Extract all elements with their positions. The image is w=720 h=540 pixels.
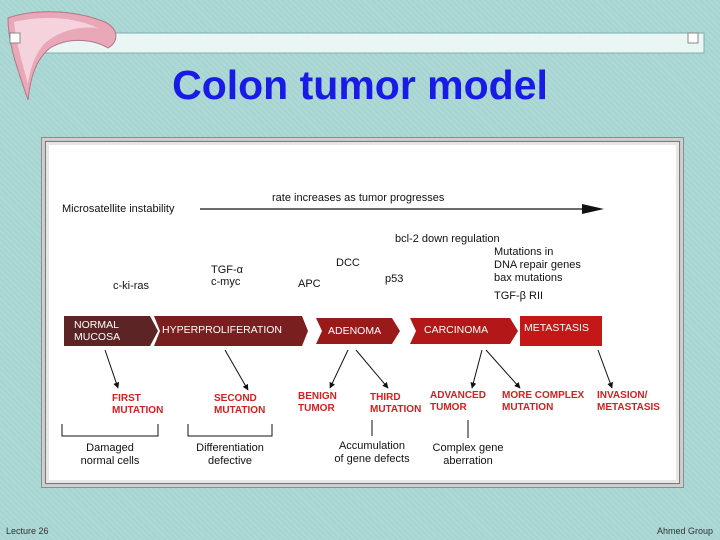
boomerang-highlight bbox=[14, 18, 98, 84]
stage-carcinoma-shape bbox=[410, 318, 518, 344]
mutation-advanced-line1: ADVANCED bbox=[430, 390, 486, 401]
mutation-invasion-line1: INVASION/ bbox=[597, 390, 648, 401]
gene-dcc: DCC bbox=[336, 257, 360, 269]
stage-normal-shape bbox=[64, 316, 158, 346]
stage-adenoma-label: ADENOMA bbox=[328, 325, 382, 337]
arrow-second bbox=[224, 349, 249, 391]
header-square bbox=[9, 32, 21, 44]
gene-tgfb: TGF-β RII bbox=[494, 290, 544, 302]
outcome-damaged-line1: Damaged bbox=[86, 442, 134, 454]
stage-normal-label: NORMAL MUCOSA bbox=[74, 319, 120, 343]
mutation-more-line1: MORE COMPLEX bbox=[502, 390, 585, 401]
stage-normal-line2: MUCOSA bbox=[74, 331, 121, 343]
arrow-advanced bbox=[470, 349, 483, 389]
outcome-damaged-line2: normal cells bbox=[80, 455, 140, 467]
gene-apc: APC bbox=[298, 278, 321, 290]
gene-bcl2: bcl-2 down regulation bbox=[395, 233, 500, 245]
mutation-advanced: ADVANCED TUMOR bbox=[430, 390, 486, 414]
mutation-third-line2: MUTATION bbox=[370, 404, 422, 415]
mutation-benign-line1: BENIGN bbox=[298, 391, 337, 402]
mutation-third-line1: THIRD bbox=[370, 392, 401, 403]
outcome-accumulation: Accumulation of gene defects bbox=[322, 440, 422, 466]
gene-c-myc: c-myc bbox=[211, 276, 241, 288]
bracket-diff bbox=[187, 424, 273, 437]
stage-hyper-label: HYPERPROLIFERATION bbox=[162, 324, 282, 336]
mutation-invasion: INVASION/ METASTASIS bbox=[597, 390, 660, 414]
gene-p53: p53 bbox=[385, 273, 404, 285]
outcome-complex: Complex gene aberration bbox=[420, 442, 516, 468]
rate-arrow-head bbox=[582, 204, 604, 214]
decorative-header-graphic bbox=[7, 11, 705, 101]
mutation-third: THIRD MUTATION bbox=[370, 392, 421, 416]
outcome-differentiation: Differentiation defective bbox=[182, 442, 278, 468]
microsatellite-label: Microsatellite instability bbox=[62, 203, 175, 215]
stage-adenoma-shape bbox=[316, 318, 400, 344]
mutation-benign-line2: TUMOR bbox=[298, 403, 335, 414]
arrow-third bbox=[355, 349, 389, 389]
bracket-damaged bbox=[61, 424, 159, 437]
arrow-first bbox=[104, 349, 120, 389]
stage-hyper-shape bbox=[154, 316, 308, 346]
gene-c-ki-ras: c-ki-ras bbox=[113, 280, 150, 292]
mutation-first-line1: FIRST bbox=[112, 393, 141, 404]
outcome-complex-line2: aberration bbox=[443, 455, 493, 467]
slide-title: Colon tumor model bbox=[172, 62, 548, 108]
outcome-damaged: Damaged normal cells bbox=[62, 442, 158, 468]
mutation-first: FIRST MUTATION bbox=[112, 393, 163, 417]
outcome-diff-line2: defective bbox=[207, 455, 253, 467]
outcome-complex-line1: Complex gene bbox=[432, 442, 504, 454]
mutation-benign: BENIGN TUMOR bbox=[298, 391, 337, 415]
gene-bax: bax mutations bbox=[494, 272, 563, 284]
arrow-more bbox=[485, 349, 521, 389]
mutation-first-line2: MUTATION bbox=[112, 405, 164, 416]
stage-normal-line1: NORMAL bbox=[74, 319, 119, 331]
arrow-invasion bbox=[597, 349, 613, 389]
outcome-diff-line1: Differentiation bbox=[196, 442, 264, 454]
mutation-more-line2: MUTATION bbox=[502, 402, 554, 413]
stage-carcinoma-label: CARCINOMA bbox=[424, 324, 489, 336]
gene-dna-repair: DNA repair genes bbox=[494, 259, 581, 271]
footer-lecture: Lecture 26 bbox=[6, 526, 49, 536]
header-square bbox=[687, 32, 699, 44]
mutation-more-complex: MORE COMPLEX MUTATION bbox=[502, 390, 584, 414]
gene-tgf-alpha: TGF-α bbox=[211, 264, 244, 276]
rate-note: rate increases as tumor progresses bbox=[272, 192, 445, 204]
arrow-benign bbox=[329, 349, 349, 389]
mutation-invasion-line2: METASTASIS bbox=[597, 402, 660, 413]
stage-metastasis-shape bbox=[520, 316, 602, 346]
outcome-accum-line2: of gene defects bbox=[334, 453, 410, 465]
footer-group: Ahmed Group bbox=[657, 526, 714, 536]
gene-mutations-in: Mutations in bbox=[494, 246, 554, 258]
diagram-panel bbox=[45, 141, 680, 484]
mutation-second: SECOND MUTATION bbox=[214, 393, 265, 417]
outcome-accum-line1: Accumulation bbox=[338, 440, 406, 452]
mutation-second-line2: MUTATION bbox=[214, 405, 266, 416]
stage-metastasis-label: METASTASIS bbox=[524, 322, 589, 334]
mutation-second-line1: SECOND bbox=[214, 393, 257, 404]
mutation-advanced-line2: TUMOR bbox=[430, 402, 467, 413]
